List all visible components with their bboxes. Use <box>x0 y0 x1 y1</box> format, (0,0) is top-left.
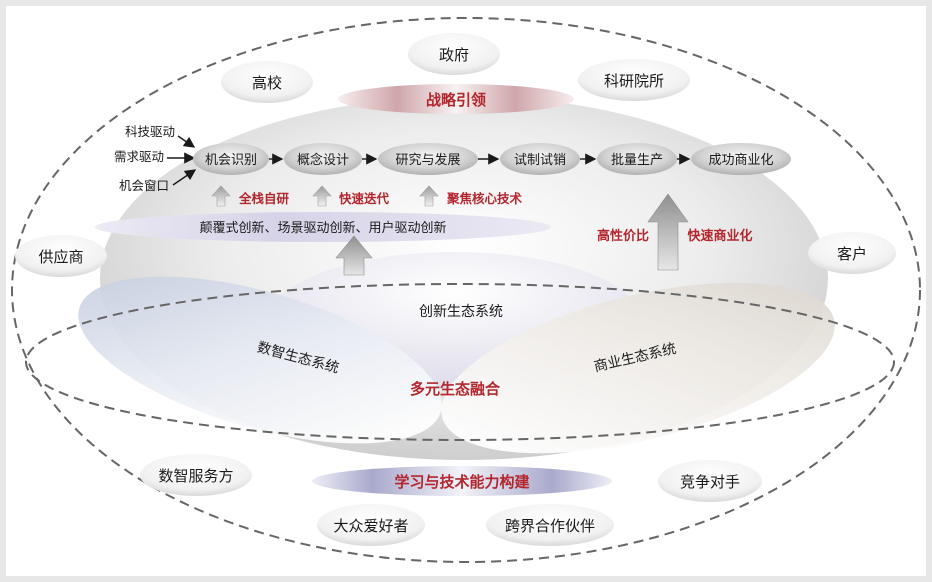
drivers: 科技驱动 需求驱动 机会窗口 <box>114 124 197 193</box>
stakeholder-label: 客户 <box>837 245 867 263</box>
stakeholder-label: 科研院所 <box>604 72 664 90</box>
process-node-label: 试制试销 <box>514 153 566 168</box>
right-support-label: 快速商业化 <box>687 228 752 244</box>
up-arrow-icon <box>419 185 439 207</box>
process-node-label: 批量生产 <box>611 153 663 168</box>
ecosystems: 创新生态系统 数智生态系统 商业生态系统 多元生态融合 <box>78 235 835 454</box>
support-label: 全栈自研 <box>238 191 290 206</box>
strategic-guidance-label: 战略引领 <box>426 91 486 109</box>
inner-boundary-dashed <box>25 283 895 441</box>
process-node-trial: 试制试销 <box>500 143 580 175</box>
up-arrow-icon <box>335 235 373 276</box>
innovation-ecosystem-label: 创新生态系统 <box>419 304 503 320</box>
stakeholder-label: 跨界合作伙伴 <box>505 517 595 535</box>
up-arrow-icon <box>312 185 332 207</box>
outer-boundary-dashed <box>11 17 921 563</box>
stakeholder-competitor: 竞争对手 <box>658 460 762 502</box>
process-node-opportunity: 机会识别 <box>193 143 269 175</box>
process-node-label: 概念设计 <box>297 152 349 168</box>
innovation-types-label: 颠覆式创新、场景驱动创新、用户驱动创新 <box>199 220 446 236</box>
up-arrow-icon <box>647 193 689 271</box>
digital-ecosystem <box>78 276 442 444</box>
innovation-types-band: 颠覆式创新、场景驱动创新、用户驱动创新 <box>95 212 551 242</box>
process-node-label: 成功商业化 <box>708 153 773 168</box>
foundation-label: 学习与技术能力构建 <box>394 473 530 491</box>
stakeholder-public-enthusiast: 大众爱好者 <box>317 504 425 546</box>
stakeholder-supplier: 供应商 <box>15 235 107 277</box>
stakeholder-government: 政府 <box>408 33 500 75</box>
process-node-label: 研究与发展 <box>395 152 460 168</box>
driver-label: 机会窗口 <box>119 178 169 193</box>
up-arrow-icon <box>211 185 231 207</box>
stakeholder-label: 数智服务方 <box>158 467 233 485</box>
arrow-icon <box>172 169 197 186</box>
arrow-icon <box>177 135 196 148</box>
stakeholder-label: 大众爱好者 <box>333 517 408 535</box>
stakeholder-label: 供应商 <box>38 248 83 266</box>
left-support-labels: 全栈自研 快速迭代 聚焦核心技术 <box>211 185 523 207</box>
process-node-mass-production: 批量生产 <box>597 143 677 175</box>
process-chain: 机会识别 概念设计 研究与发展 试制试销 批量生产 成功商业化 <box>193 143 791 175</box>
stakeholder-digital-service: 数智服务方 <box>140 454 252 496</box>
stakeholder-label: 政府 <box>439 46 469 64</box>
strategic-guidance-band: 战略引领 <box>338 84 574 114</box>
stakeholder-label: 高校 <box>252 74 282 92</box>
support-label: 快速迭代 <box>339 191 390 206</box>
foundation-band: 学习与技术能力构建 <box>312 466 612 496</box>
process-node-concept: 概念设计 <box>284 143 362 175</box>
support-label: 聚焦核心技术 <box>446 191 523 206</box>
business-ecosystem <box>441 282 835 454</box>
stakeholder-cross-border-partner: 跨界合作伙伴 <box>486 504 614 546</box>
process-node-label: 机会识别 <box>205 153 257 168</box>
driver-label: 科技驱动 <box>125 124 175 139</box>
stakeholder-customer: 客户 <box>808 232 896 274</box>
process-node-rnd: 研究与发展 <box>378 143 478 175</box>
stakeholder-research-institute: 科研院所 <box>578 59 690 101</box>
driver-label: 需求驱动 <box>114 149 164 164</box>
right-support-label: 高性价比 <box>597 228 649 244</box>
right-support: 高性价比 快速商业化 <box>597 193 753 271</box>
stakeholder-university: 高校 <box>221 61 313 103</box>
stakeholder-label: 竞争对手 <box>680 473 740 491</box>
ecosystem-fusion-label: 多元生态融合 <box>410 380 501 398</box>
process-node-commercialization: 成功商业化 <box>691 143 791 175</box>
